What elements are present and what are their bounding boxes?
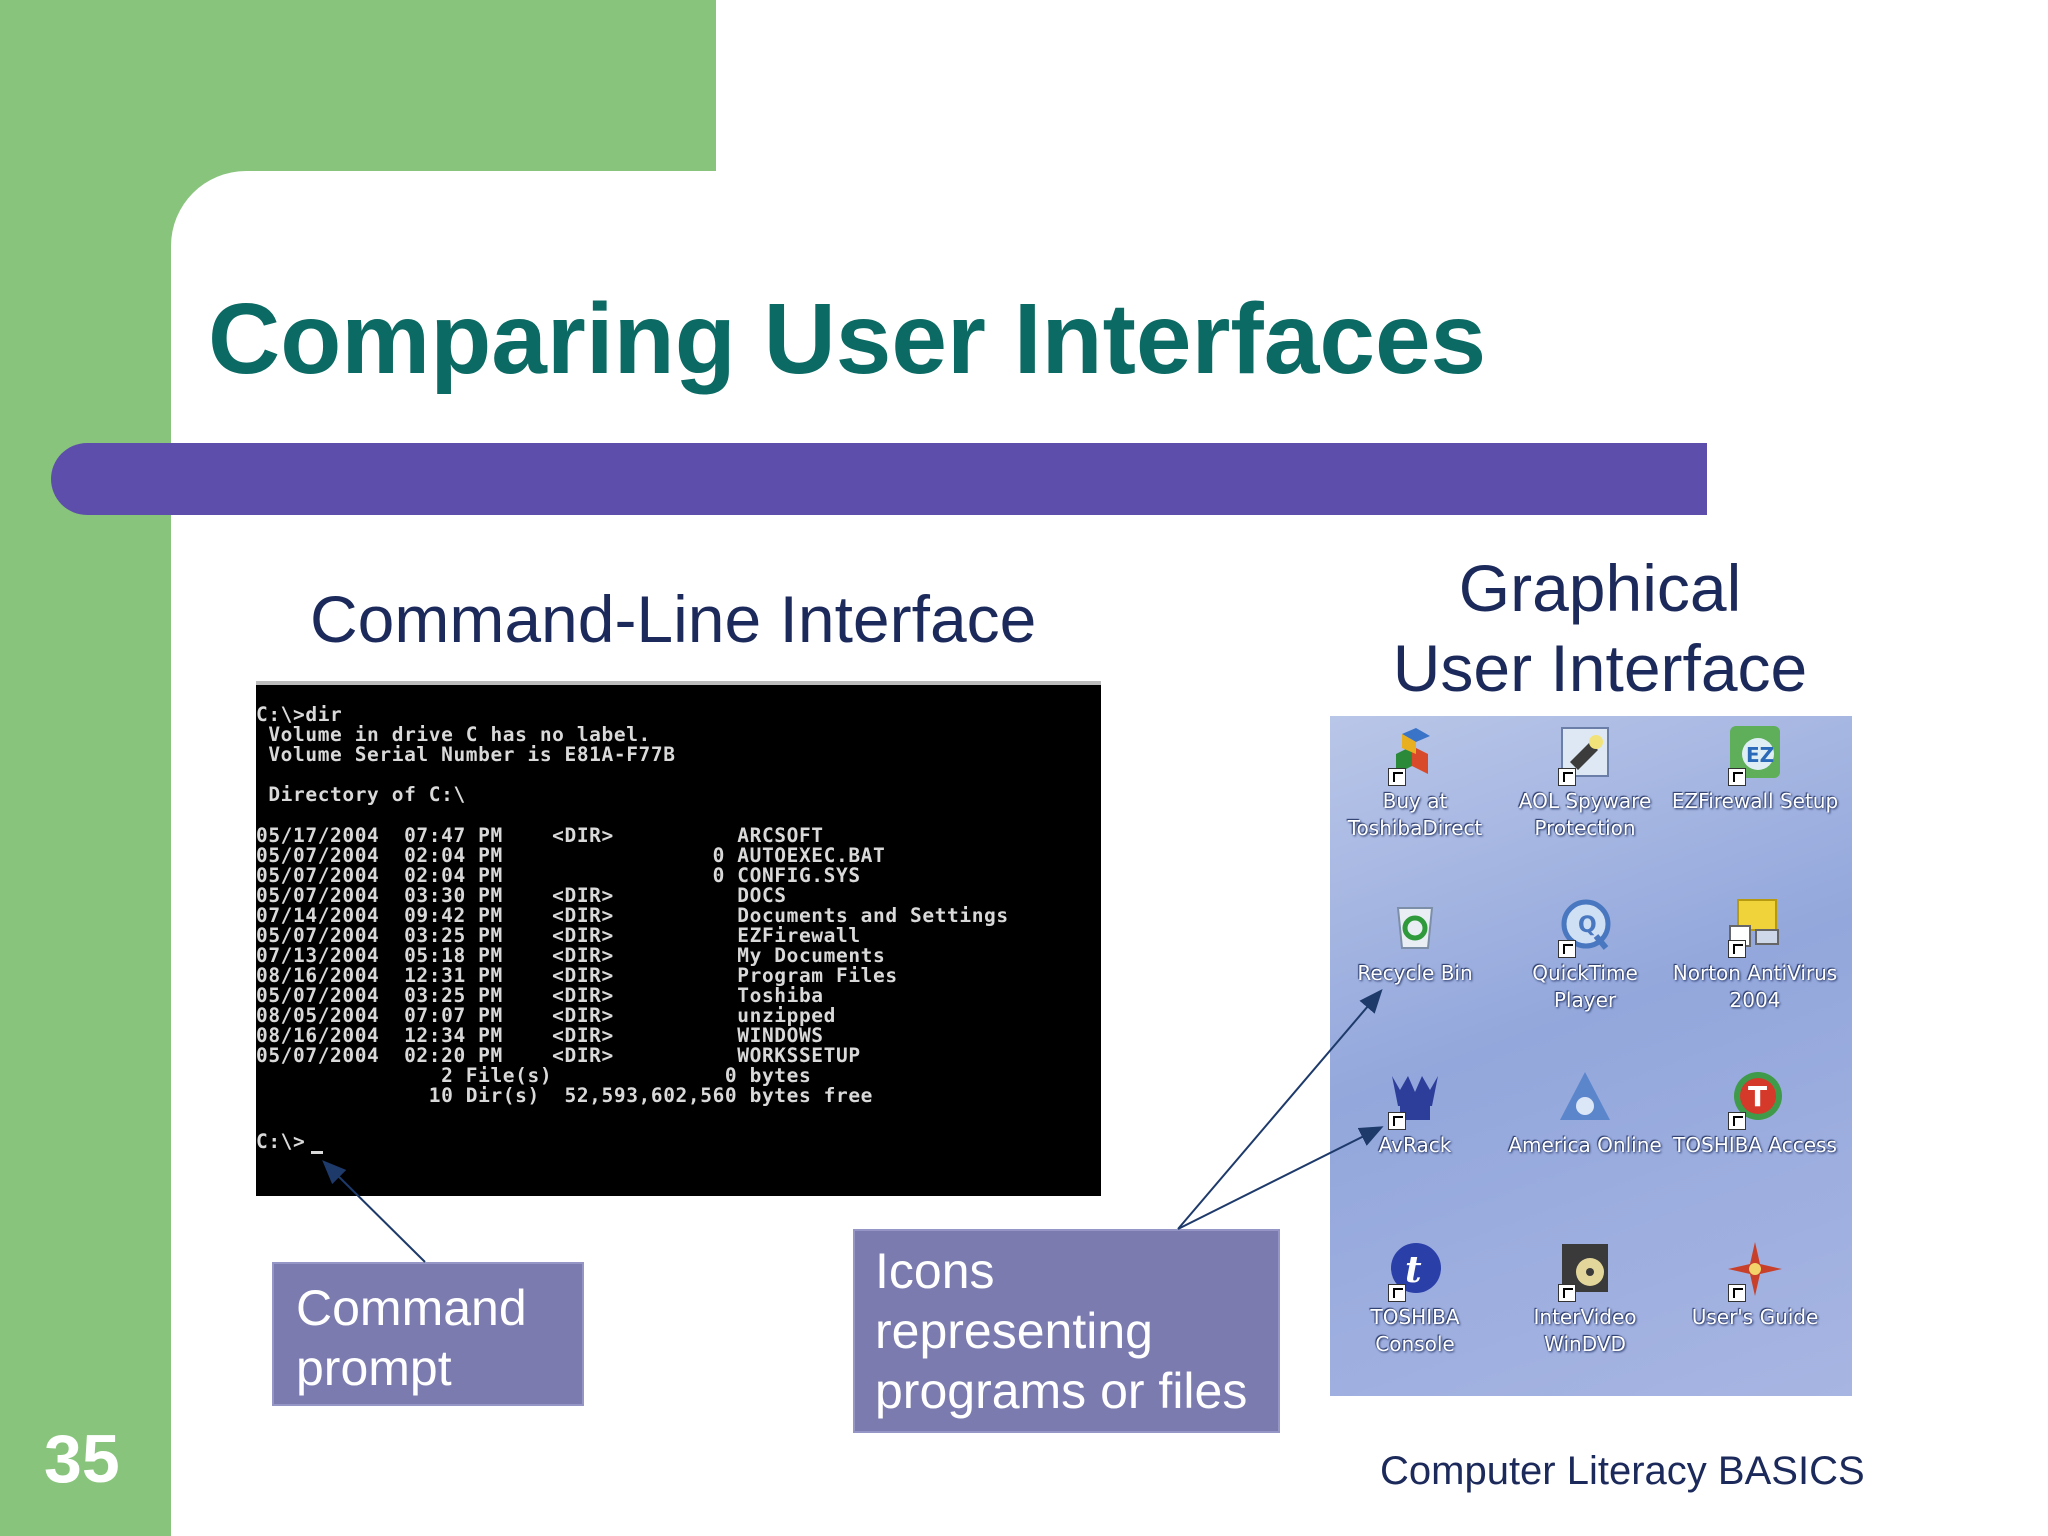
desktop-icon-quicktime[interactable]: Q QuickTime Player — [1500, 896, 1670, 1014]
desktop-icon-label: AOL Spyware Protection — [1518, 789, 1652, 840]
quicktime-icon: Q — [1556, 896, 1614, 958]
command-line-window: C:\>dir Volume in drive C has no label. … — [256, 681, 1101, 1196]
cli-line: 10 Dir(s) 52,593,602,560 bytes free — [256, 1084, 873, 1107]
desktop-icon-label: Recycle Bin — [1357, 961, 1473, 985]
desktop-icon-label: QuickTime Player — [1532, 961, 1638, 1012]
desktop-icon-ezfirewall[interactable]: EZ EZFirewall Setup — [1670, 724, 1840, 815]
svg-text:t: t — [1405, 1249, 1422, 1291]
cli-cursor — [311, 1151, 323, 1154]
desktop-icon-label: AvRack — [1378, 1133, 1452, 1157]
slide-number: 35 — [44, 1421, 120, 1497]
desktop-icon-windvd[interactable]: InterVideo WinDVD — [1500, 1240, 1670, 1358]
recycle-bin-icon — [1386, 896, 1444, 954]
desktop-icon-recycle-bin[interactable]: Recycle Bin — [1330, 896, 1500, 987]
cli-line: 05/07/2004 03:30 PM <DIR> DOCS — [256, 884, 787, 907]
command-prompt-callout: Command prompt — [272, 1262, 584, 1406]
desktop-icon-america-online[interactable]: America Online — [1500, 1068, 1670, 1159]
desktop-icon-buy-toshibadirect[interactable]: Buy at ToshibaDirect — [1330, 724, 1500, 842]
desktop-icon-label: EZFirewall Setup — [1671, 789, 1839, 813]
cli-line: Volume in drive C has no label. — [256, 723, 651, 746]
desktop-icon-avrack[interactable]: AvRack — [1330, 1068, 1500, 1159]
windvd-icon — [1556, 1240, 1614, 1302]
command-prompt-text[interactable]: C:\> — [256, 1130, 306, 1153]
cli-line: 05/07/2004 02:04 PM 0 AUTOEXEC.BAT — [256, 844, 886, 867]
aol-icon — [1556, 1068, 1614, 1126]
desktop-icon-label: Norton AntiVirus 2004 — [1672, 961, 1838, 1012]
desktop-icon-label: InterVideo WinDVD — [1533, 1305, 1637, 1356]
cli-line: 08/05/2004 07:07 PM <DIR> unzipped — [256, 1004, 836, 1027]
desktop-icon-label: America Online — [1508, 1133, 1662, 1157]
norton-icon — [1726, 896, 1784, 958]
desktop-icon-norton[interactable]: Norton AntiVirus 2004 — [1670, 896, 1840, 1014]
flashlight-icon — [1556, 724, 1614, 786]
icons-callout: Icons representing programs or files — [853, 1229, 1280, 1433]
cli-line: C:\>dir — [256, 703, 343, 726]
cli-line: 05/07/2004 03:25 PM <DIR> Toshiba — [256, 984, 824, 1007]
desktop-icon-label: Buy at ToshibaDirect — [1347, 789, 1483, 840]
title-underline-bar — [51, 443, 1707, 515]
svg-text:T: T — [1748, 1080, 1767, 1113]
cli-heading: Command-Line Interface — [310, 582, 1037, 656]
footer-text: Computer Literacy BASICS — [1380, 1449, 1865, 1493]
svg-text:EZ: EZ — [1746, 743, 1774, 767]
cli-line: Directory of C:\ — [256, 783, 466, 806]
desktop-icon-label: User's Guide — [1691, 1305, 1819, 1329]
cli-line: 2 File(s) 0 bytes — [256, 1064, 812, 1087]
cli-line: 05/07/2004 02:20 PM <DIR> WORKSSETUP — [256, 1044, 861, 1067]
cli-line: 05/17/2004 07:47 PM <DIR> ARCSOFT — [256, 824, 824, 847]
cli-line: 08/16/2004 12:31 PM <DIR> Program Files — [256, 964, 898, 987]
desktop-icon-label: TOSHIBA Access — [1673, 1133, 1837, 1157]
desktop-icon-toshiba-console[interactable]: t TOSHIBA Console — [1330, 1240, 1500, 1358]
toshiba-access-icon: T — [1726, 1068, 1784, 1130]
cli-line: 07/14/2004 09:42 PM <DIR> Documents and … — [256, 904, 1009, 927]
boxes-icon — [1386, 724, 1444, 786]
users-guide-icon — [1726, 1240, 1784, 1302]
gui-heading: Graphical User Interface — [1392, 551, 1808, 705]
desktop-icon-toshiba-access[interactable]: T TOSHIBA Access — [1670, 1068, 1840, 1159]
white-corner — [716, 0, 2048, 172]
cli-line: 07/13/2004 05:18 PM <DIR> My Documents — [256, 944, 886, 967]
slide-title: Comparing User Interfaces — [208, 283, 1487, 395]
svg-text:Q: Q — [1578, 913, 1597, 938]
desktop-icon-aol-spyware[interactable]: AOL Spyware Protection — [1500, 724, 1670, 842]
desktop-icon-label: TOSHIBA Console — [1370, 1305, 1460, 1356]
toshiba-console-icon: t — [1386, 1240, 1444, 1302]
avrack-icon — [1386, 1068, 1444, 1130]
desktop-icon-users-guide[interactable]: User's Guide — [1670, 1240, 1840, 1331]
ez-firewall-icon: EZ — [1726, 724, 1784, 786]
cli-line: Volume Serial Number is E81A-F77B — [256, 743, 676, 766]
cli-line: 05/07/2004 02:04 PM 0 CONFIG.SYS — [256, 864, 861, 887]
cli-line: 08/16/2004 12:34 PM <DIR> WINDOWS — [256, 1024, 824, 1047]
desktop-panel: Buy at ToshibaDirect AOL Spyware Protect… — [1330, 716, 1852, 1396]
cli-line: 05/07/2004 03:25 PM <DIR> EZFirewall — [256, 924, 861, 947]
